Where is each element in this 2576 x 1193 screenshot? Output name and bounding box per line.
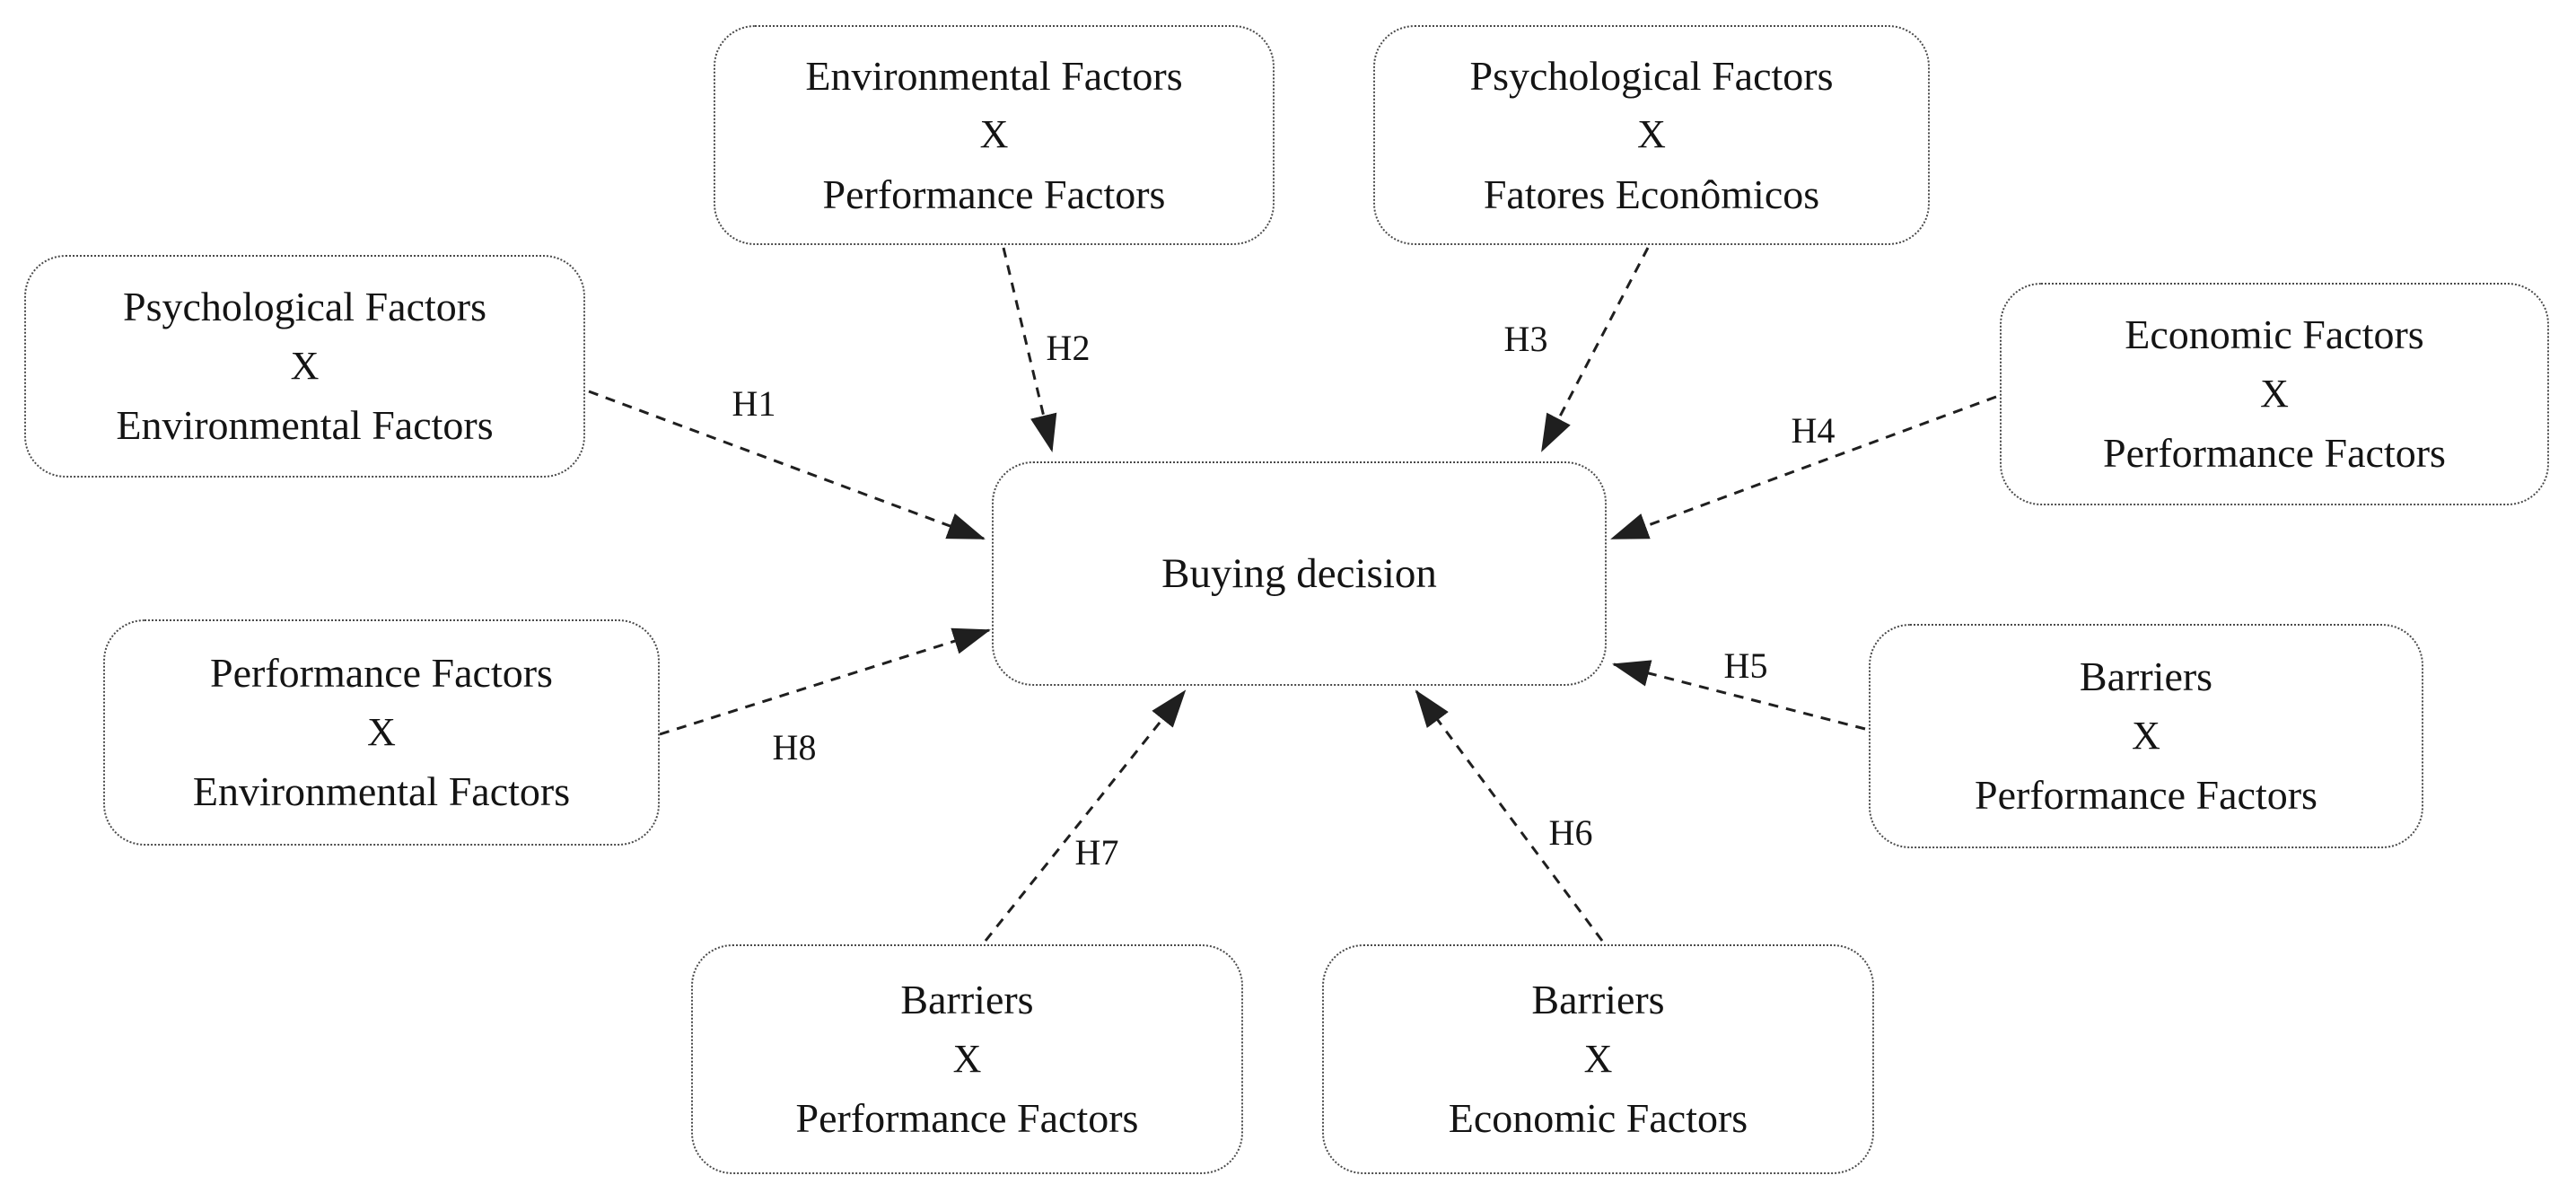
- buying-decision-label: Buying decision: [1161, 549, 1437, 597]
- arrow-h3: [1540, 247, 1650, 452]
- hypothesis-label-h5: H5: [1723, 645, 1768, 686]
- factor-line1: Environmental Factors: [805, 52, 1183, 99]
- hypothesis-label-h8: H8: [772, 727, 817, 768]
- factor-line1: Psychological Factors: [123, 284, 486, 330]
- factor-line2: Environmental Factors: [192, 768, 571, 815]
- interaction-x: X: [1583, 1036, 1613, 1081]
- buying-decision-box: Buying decision: [992, 461, 1607, 686]
- factor-box-h3-psychological-x-fatores-economicos: Psychological Factors X Fatores Econômic…: [1373, 25, 1930, 245]
- factor-line2: Performance Factors: [2103, 430, 2446, 477]
- arrow-h2: [1002, 247, 1057, 452]
- factor-box-h6-barriers-x-economic: Barriers X Economic Factors: [1322, 944, 1874, 1174]
- factor-line2: Economic Factors: [1448, 1095, 1748, 1142]
- arrow-h7: [984, 689, 1187, 942]
- arrow-h1: [588, 390, 986, 540]
- factor-box-h1-psychological-x-environmental: Psychological Factors X Environmental Fa…: [24, 255, 585, 478]
- factor-line1: Psychological Factors: [1469, 52, 1834, 99]
- hypothesis-label-h7: H7: [1074, 832, 1119, 873]
- factor-line2: Environmental Factors: [116, 402, 494, 449]
- interaction-x: X: [2260, 371, 2289, 416]
- factor-line1: Economic Factors: [2125, 311, 2424, 358]
- interaction-x: X: [367, 709, 396, 754]
- factor-box-h5-barriers-x-performance: Barriers X Performance Factors: [1869, 624, 2423, 848]
- factor-line2: Performance Factors: [1975, 772, 2318, 819]
- factor-line1: Barriers: [2079, 654, 2213, 700]
- factor-line2: Performance Factors: [795, 1095, 1139, 1142]
- arrow-h8: [659, 627, 991, 736]
- hypothesis-label-h3: H3: [1503, 319, 1548, 359]
- factor-line1: Barriers: [1531, 977, 1665, 1023]
- hypothesis-label-h4: H4: [1791, 410, 1836, 451]
- interaction-x: X: [290, 343, 320, 388]
- interaction-x: X: [2132, 713, 2160, 758]
- factor-line2: Performance Factors: [822, 171, 1166, 217]
- factor-box-h4-economic-x-performance: Economic Factors X Performance Factors: [2000, 283, 2549, 505]
- interaction-x: X: [952, 1036, 982, 1081]
- factor-line1: Barriers: [900, 977, 1034, 1023]
- interaction-x: X: [979, 112, 1009, 157]
- interaction-x: X: [1637, 112, 1666, 157]
- factor-box-h2-environmental-x-performance: Environmental Factors X Performance Fact…: [714, 25, 1275, 245]
- hypothesis-label-h2: H2: [1046, 328, 1091, 368]
- factor-line1: Performance Factors: [210, 650, 553, 697]
- hypothesis-label-h1: H1: [732, 383, 776, 424]
- factor-line2: Fatores Econômicos: [1483, 171, 1820, 217]
- hypothesis-label-h6: H6: [1548, 812, 1593, 853]
- factor-box-h7-barriers-x-performance: Barriers X Performance Factors: [691, 944, 1243, 1174]
- factor-box-h8-performance-x-environmental: Performance Factors X Environmental Fact…: [103, 619, 660, 846]
